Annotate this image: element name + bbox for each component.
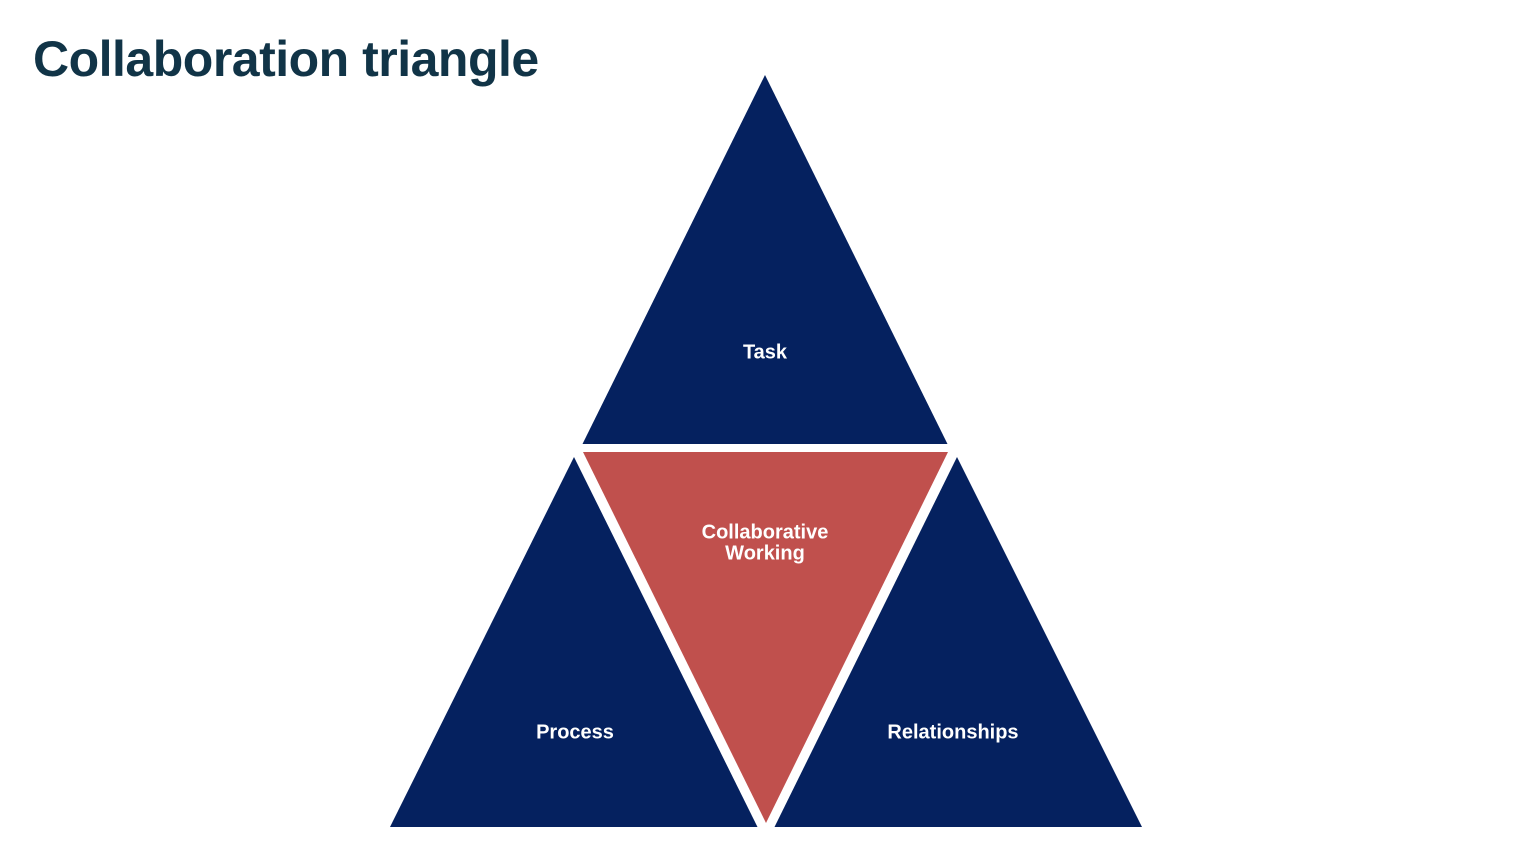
triangle-segment-task[interactable]: [582, 75, 948, 444]
triangle-segment-collaborative-working[interactable]: [583, 452, 948, 823]
triangle-segment-process[interactable]: [390, 457, 758, 827]
triangle-label-process: Process: [536, 721, 614, 743]
triangle-label-collaborative-working-line2: Working: [725, 542, 805, 564]
triangle-label-relationships: Relationships: [887, 721, 1018, 743]
triangle-label-task: Task: [743, 341, 788, 363]
triangle-segment-relationships[interactable]: [774, 457, 1143, 827]
page-title: Collaboration triangle: [33, 31, 539, 87]
triangle-label-collaborative-working-line1: Collaborative: [702, 521, 829, 543]
